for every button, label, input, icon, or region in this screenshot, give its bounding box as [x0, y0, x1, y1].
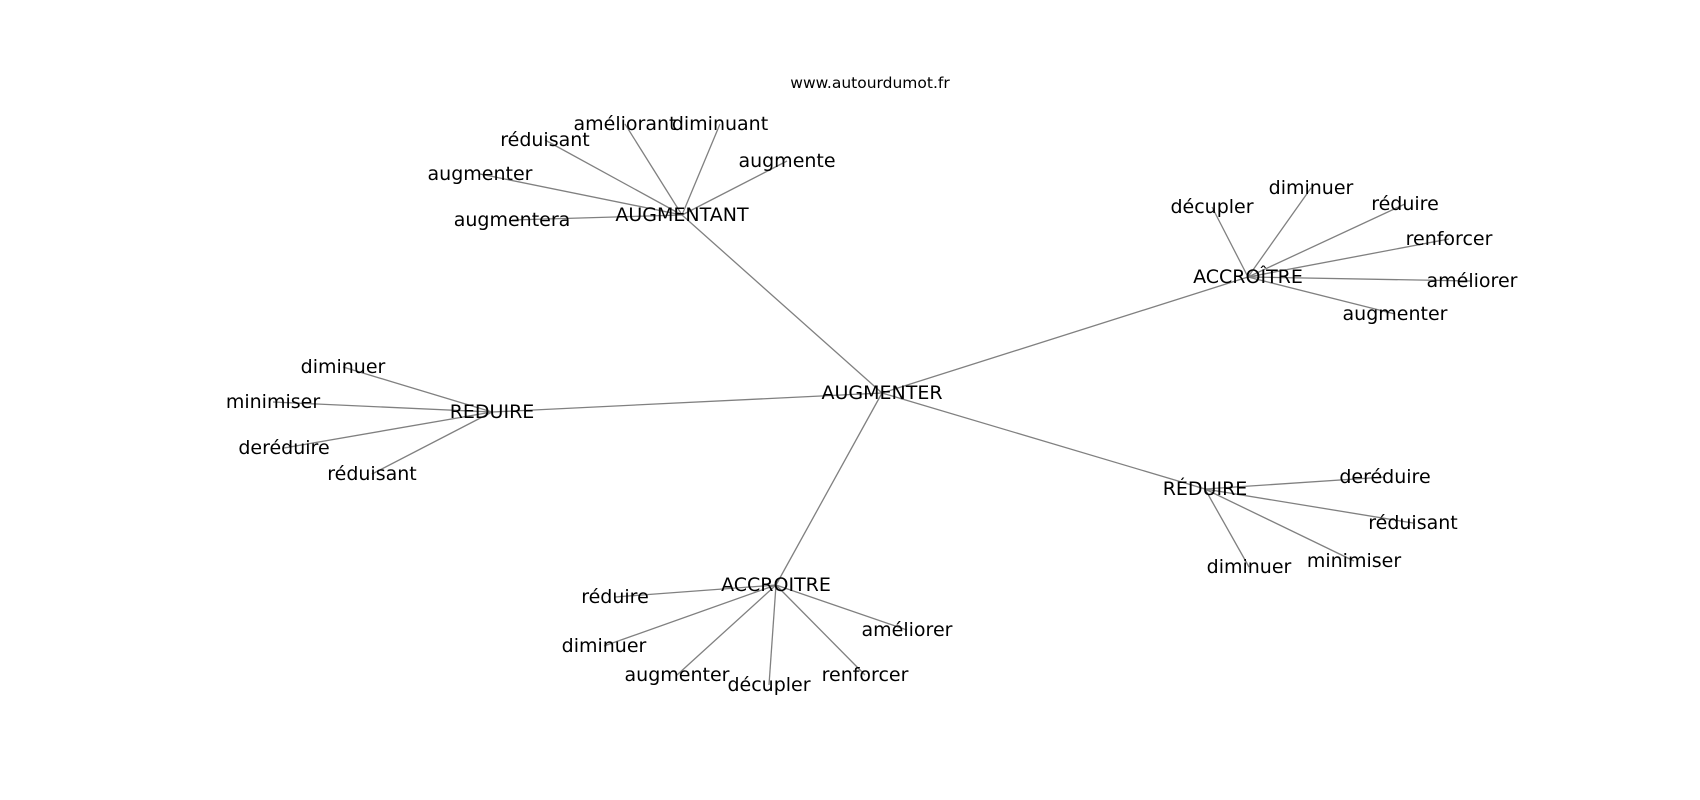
node-a_ameliorant[interactable]: améliorant: [574, 113, 677, 135]
node-e_reduisant[interactable]: réduisant: [1368, 512, 1458, 534]
node-p_decupler[interactable]: décupler: [727, 674, 810, 696]
edge-accroitre_plain-p_renforcer: [775, 584, 866, 676]
edge-accroitre_circ-c_diminuer: [1247, 187, 1312, 278]
edge-reduire_plain-r_reduisant: [371, 411, 493, 475]
node-r_minimiser[interactable]: minimiser: [226, 391, 320, 413]
edge-reduire_plain-r_dereduire: [283, 411, 493, 449]
node-p_renforcer[interactable]: renforcer: [822, 664, 909, 686]
node-accroitre_plain[interactable]: ACCROITRE: [721, 574, 831, 596]
edge-accroitre_plain-p_diminuer: [603, 584, 777, 647]
edge-augmentant-a_augmentera: [511, 214, 683, 221]
node-a_augmente[interactable]: augmente: [738, 150, 835, 172]
edge-reduire_acc-e_minimiser: [1204, 488, 1355, 562]
node-accroitre_circ[interactable]: ACCROÎTRE: [1193, 265, 1303, 288]
edge-augmentant-a_diminuant: [681, 123, 721, 216]
edge-augmenter_center-accroitre_plain: [775, 392, 883, 586]
node-p_augmenter[interactable]: augmenter: [625, 664, 730, 686]
edge-augmentant-a_augmenter: [479, 173, 683, 216]
node-e_minimiser[interactable]: minimiser: [1307, 550, 1401, 572]
node-c_renforcer[interactable]: renforcer: [1406, 228, 1493, 250]
edge-accroitre_plain-p_augmenter: [676, 584, 777, 676]
edge-accroitre_plain-p_reduire: [614, 584, 777, 598]
node-p_diminuer[interactable]: diminuer: [562, 635, 647, 657]
edge-reduire_acc-e_reduisant: [1204, 488, 1414, 524]
node-r_dereduire[interactable]: deréduire: [238, 437, 329, 459]
node-c_augmenter[interactable]: augmenter: [1343, 303, 1448, 325]
node-p_ameliorer[interactable]: améliorer: [862, 619, 953, 641]
node-augmentant[interactable]: AUGMENTANT: [615, 204, 749, 226]
edge-augmentant-a_ameliorant: [624, 123, 683, 216]
edge-augmenter_center-augmentant: [681, 214, 883, 394]
node-reduire_plain[interactable]: REDUIRE: [450, 401, 535, 423]
edge-augmenter_center-accroitre_circ: [881, 276, 1249, 394]
edge-accroitre_circ-c_reduire: [1247, 203, 1406, 278]
edge-accroitre_plain-p_ameliorer: [775, 584, 908, 631]
node-a_augmentera[interactable]: augmentera: [454, 209, 571, 231]
edge-augmenter_center-reduire_acc: [881, 392, 1206, 490]
node-a_augmenter[interactable]: augmenter: [428, 163, 533, 185]
edge-reduire_plain-r_diminuer: [342, 366, 493, 413]
edge-reduire_acc-e_dereduire: [1204, 476, 1386, 490]
edge-augmentant-a_reduisant: [544, 139, 683, 216]
edge-accroitre_plain-p_decupler: [768, 584, 777, 686]
node-p_reduire[interactable]: réduire: [581, 586, 649, 608]
node-a_reduisant[interactable]: réduisant: [500, 129, 590, 151]
edge-augmentant-a_augmente: [681, 160, 788, 216]
node-c_decupler[interactable]: décupler: [1170, 196, 1253, 218]
node-c_ameliorer[interactable]: améliorer: [1427, 270, 1518, 292]
node-c_reduire[interactable]: réduire: [1371, 193, 1439, 215]
site-url: www.autourdumot.fr: [790, 74, 950, 92]
edge-reduire_acc-e_diminuer: [1204, 488, 1250, 568]
graph-nodes: AUGMENTER AUGMENTANT ACCROÎTRE REDUIRE RÉDUI…: [226, 113, 1518, 696]
node-r_diminuer[interactable]: diminuer: [301, 356, 386, 378]
edge-augmenter_center-reduire_plain: [491, 392, 883, 413]
node-r_reduisant[interactable]: réduisant: [327, 463, 417, 485]
edge-reduire_plain-r_minimiser: [272, 401, 493, 413]
node-a_diminuant[interactable]: diminuant: [672, 113, 768, 135]
node-c_diminuer[interactable]: diminuer: [1269, 177, 1354, 199]
node-reduire_acc[interactable]: RÉDUIRE: [1163, 477, 1248, 500]
node-e_diminuer[interactable]: diminuer: [1207, 556, 1292, 578]
graph-edges: [272, 123, 1473, 686]
edge-accroitre_circ-c_decupler: [1211, 206, 1249, 278]
node-e_dereduire[interactable]: deréduire: [1339, 466, 1430, 488]
edge-accroitre_circ-c_renforcer: [1247, 238, 1450, 278]
edge-accroitre_circ-c_augmenter: [1247, 276, 1396, 315]
edge-accroitre_circ-c_ameliorer: [1247, 276, 1473, 282]
node-augmenter_center[interactable]: AUGMENTER: [821, 382, 942, 404]
